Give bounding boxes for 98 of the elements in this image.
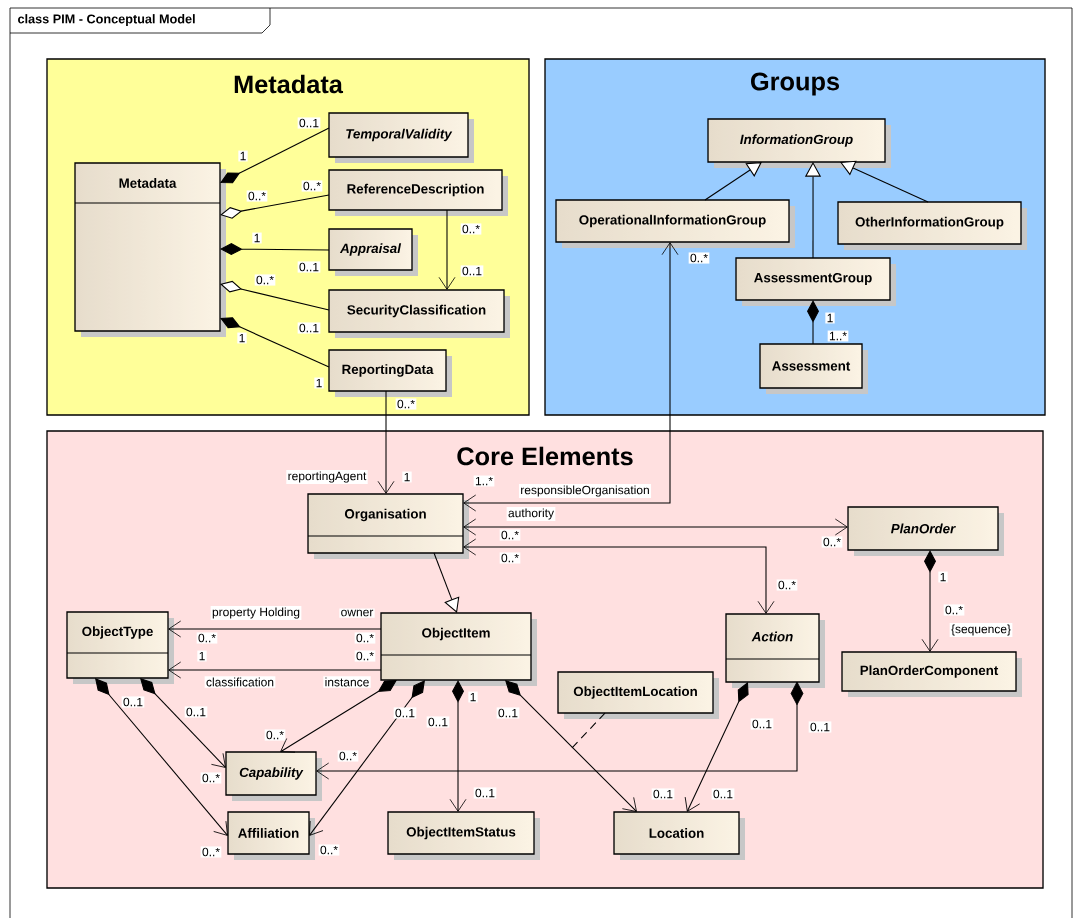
multiplicity-label: 0..1 <box>808 721 832 733</box>
multiplicity-label: 0..* <box>395 398 417 410</box>
association-line <box>463 242 679 512</box>
multiplicity-label: 0..* <box>264 729 286 741</box>
association-line <box>438 209 456 290</box>
multiplicity-label: 1 <box>402 471 412 483</box>
multiplicity-label: 0..* <box>821 536 843 548</box>
multiplicity-label: 1 <box>314 377 324 389</box>
multiplicity-label: 0..* <box>246 190 268 202</box>
multiplicity-label: 0..1 <box>393 707 417 719</box>
multiplicity-label: 1..* <box>473 475 495 487</box>
association-line <box>168 661 382 679</box>
multiplicity-label: 1..* <box>827 330 849 342</box>
class-box: PlanOrder <box>847 506 1004 556</box>
association-line <box>840 160 929 203</box>
class-box: OtherInformationGroup <box>837 201 1027 250</box>
multiplicity-label: 0..* <box>688 252 710 264</box>
multiplicity-label: 0..1 <box>297 117 321 129</box>
class-box: ReferenceDescription <box>328 169 508 216</box>
multiplicity-label: 0..* <box>354 632 376 644</box>
class-box: Metadata <box>74 162 226 337</box>
association-line <box>377 390 395 494</box>
class-box: Organisation <box>307 493 469 559</box>
class-box: AssessmentGroup <box>735 257 896 306</box>
multiplicity-label: 1 <box>468 691 478 703</box>
class-box: ReportingData <box>328 349 452 397</box>
class-box: Action <box>725 613 825 688</box>
class-box: Capability <box>225 751 322 801</box>
association-line <box>704 162 762 201</box>
multiplicity-label: 0..* <box>460 223 482 235</box>
multiplicity-label: 0..* <box>943 604 965 616</box>
multiplicity-label: {sequence} <box>949 623 1013 637</box>
multiplicity-label: 0..* <box>776 579 798 591</box>
association-line <box>463 518 848 536</box>
multiplicity-label: owner <box>339 608 375 618</box>
multiplicity-label: 0..* <box>337 750 359 762</box>
class-box: Affiliation <box>227 811 315 860</box>
class-box: ObjectItemLocation <box>557 671 719 719</box>
class-box: InformationGroup <box>707 118 891 168</box>
multiplicity-label: authority <box>506 507 556 521</box>
multiplicity-label: 0..* <box>200 846 222 858</box>
multiplicity-label: 0..1 <box>460 265 484 277</box>
multiplicity-label: 0..* <box>200 772 222 784</box>
multiplicity-label: 0..* <box>499 552 521 564</box>
association-line <box>220 127 330 184</box>
association-line <box>220 243 330 256</box>
multiplicity-label: 1 <box>197 650 207 662</box>
multiplicity-label: 1 <box>252 232 262 244</box>
association-line <box>168 620 382 638</box>
association-line <box>463 538 775 614</box>
association-line <box>684 682 749 812</box>
multiplicity-label: 0..* <box>354 650 376 662</box>
multiplicity-label: 0..1 <box>711 788 735 800</box>
multiplicity-label: instance <box>323 676 371 688</box>
association-line <box>280 680 397 753</box>
multiplicity-label: 0..1 <box>750 718 774 730</box>
multiplicity-label: 0..* <box>499 529 521 541</box>
multiplicity-label: reportingAgent <box>286 470 368 484</box>
multiplicity-label: 0..1 <box>426 716 450 728</box>
association-line <box>449 680 467 812</box>
multiplicity-label: 0..1 <box>184 706 208 718</box>
association-line <box>505 680 637 812</box>
class-box: Appraisal <box>328 228 418 276</box>
association-line <box>433 552 460 613</box>
association-line <box>807 300 819 345</box>
multiplicity-label: classification <box>204 676 276 688</box>
multiplicity-label: 1 <box>238 150 248 162</box>
class-box: Location <box>613 811 745 860</box>
class-box: ObjectType <box>66 611 174 684</box>
multiplicity-label: 1 <box>938 571 948 583</box>
association-line <box>140 678 226 768</box>
multiplicity-label: 1 <box>237 332 247 344</box>
class-box: SecurityClassification <box>328 289 510 338</box>
multiplicity-label: 1 <box>825 312 835 324</box>
title-tab: class PIM - Conceptual Model <box>9 7 271 34</box>
association-line <box>220 317 330 368</box>
multiplicity-label: 0..1 <box>473 787 497 799</box>
multiplicity-label: 0..* <box>196 632 218 644</box>
class-box: OperationalInformationGroup <box>555 199 795 248</box>
multiplicity-label: 0..1 <box>121 696 145 708</box>
association-line <box>309 680 425 836</box>
multiplicity-label: 0..1 <box>651 788 675 800</box>
association-line <box>220 280 330 311</box>
multiplicity-label: 0..1 <box>297 261 321 273</box>
multiplicity-label: property Holding <box>210 606 302 620</box>
class-box: Assessment <box>759 343 868 394</box>
multiplicity-label: 0..* <box>301 180 323 192</box>
class-box: ObjectItemStatus <box>387 811 540 860</box>
class-box: TemporalValidity <box>328 112 474 163</box>
association-line <box>220 194 330 219</box>
class-box: ObjectItem <box>380 612 537 686</box>
association-line <box>921 550 939 652</box>
multiplicity-label: 0..* <box>254 274 276 286</box>
association-line <box>95 678 228 836</box>
multiplicity-label: 0..1 <box>496 707 520 719</box>
multiplicity-label: responsibleOrganisation <box>518 484 652 498</box>
multiplicity-label: 0..1 <box>297 322 321 334</box>
class-box: PlanOrderComponent <box>841 651 1022 697</box>
